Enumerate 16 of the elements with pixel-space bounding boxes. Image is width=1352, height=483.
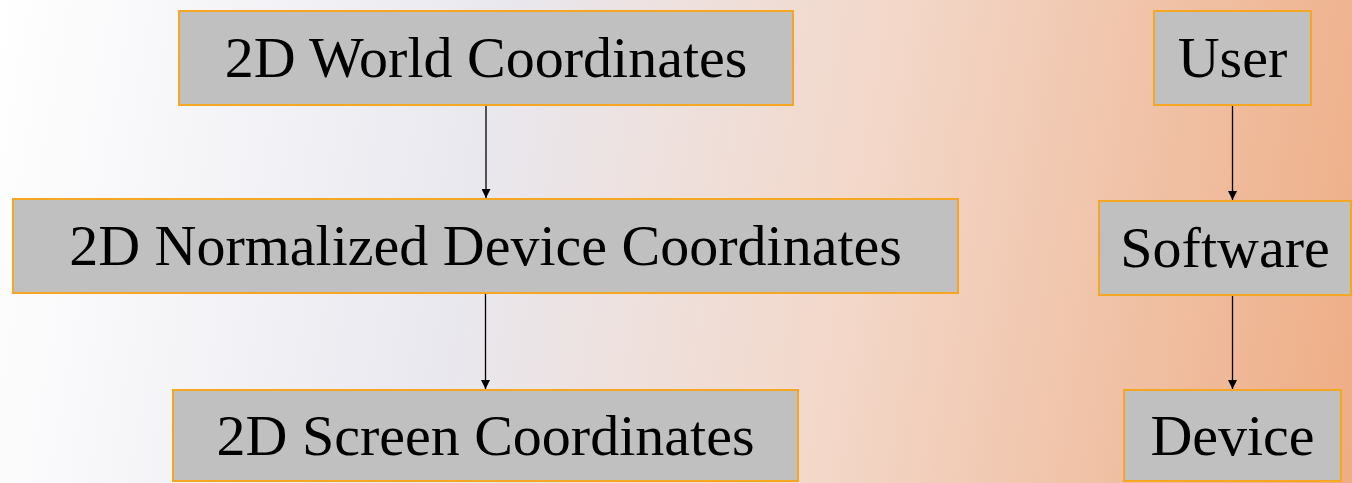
arrow — [481, 293, 490, 390]
arrow — [1228, 105, 1237, 201]
process-box — [172, 389, 799, 482]
arrow — [1228, 295, 1237, 390]
process-box — [178, 10, 794, 106]
process-box — [12, 198, 959, 294]
process-box — [1098, 200, 1352, 296]
box-label: Device — [1150, 406, 1315, 465]
arrow — [481, 105, 491, 199]
box-label: 2D Screen Coordinates — [216, 406, 755, 465]
process-box — [1123, 389, 1342, 482]
process-box — [1153, 10, 1312, 106]
box-label: 2D World Coordinates — [224, 29, 748, 87]
box-label: 2D Normalized Device Coordinates — [69, 217, 902, 275]
box-label: User — [1177, 29, 1288, 87]
box-label: Software — [1120, 219, 1330, 277]
